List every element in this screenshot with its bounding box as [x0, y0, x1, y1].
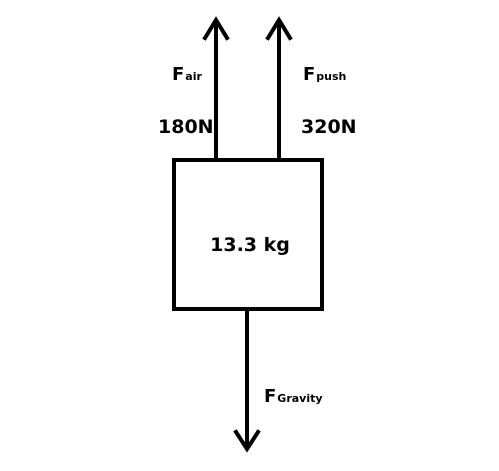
mass-label: 13.3 kg — [210, 234, 290, 256]
gravity-force-symbol: F — [264, 386, 276, 407]
air-force-magnitude: 180N — [158, 116, 214, 138]
air-force-label: Fair — [172, 64, 202, 85]
air-force-arrow — [202, 16, 230, 160]
air-force-symbol: F — [172, 64, 184, 85]
push-force-arrow — [265, 16, 293, 160]
gravity-force-subscript: Gravity — [277, 392, 322, 405]
push-force-label: Fpush — [303, 64, 346, 85]
gravity-force-arrow — [233, 309, 261, 453]
air-force-subscript: air — [185, 70, 202, 83]
push-force-magnitude: 320N — [301, 116, 357, 138]
push-force-subscript: push — [316, 70, 346, 83]
push-force-symbol: F — [303, 64, 315, 85]
gravity-force-label: FGravity — [264, 386, 323, 407]
